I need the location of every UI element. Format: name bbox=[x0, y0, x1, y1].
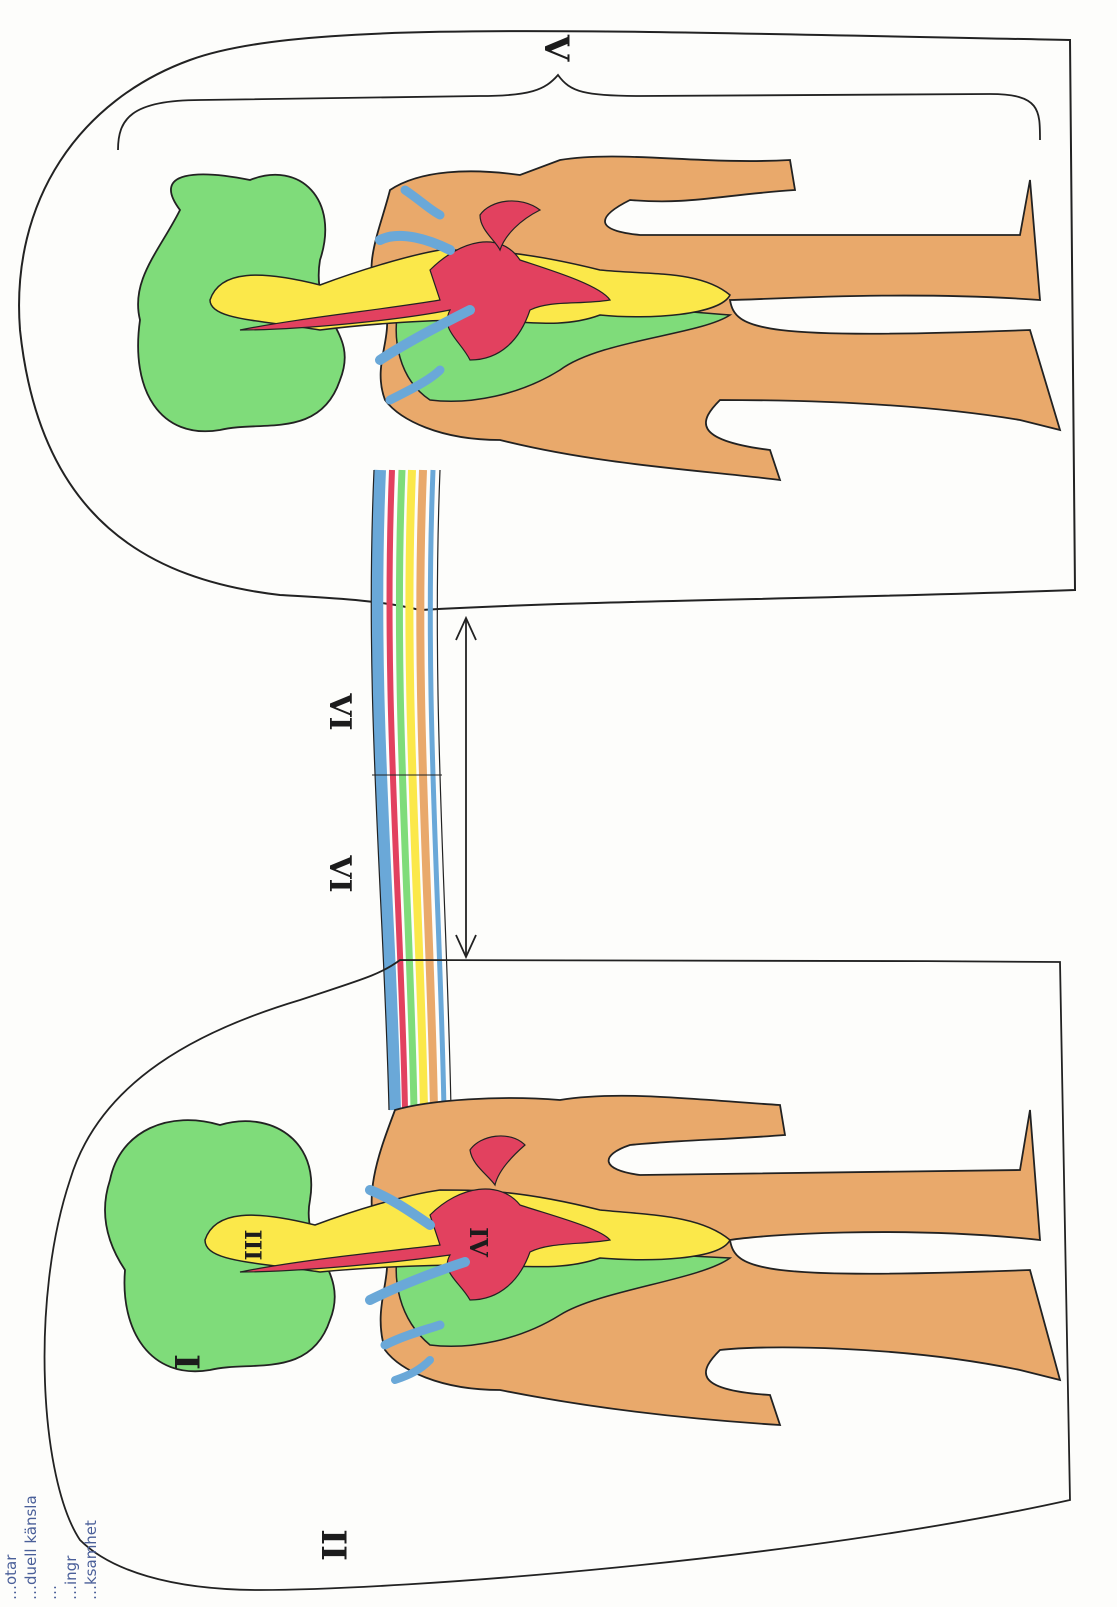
margin-note-1: …otar bbox=[2, 1555, 20, 1600]
label-six-upper: VI bbox=[322, 692, 357, 730]
margin-note-2: …duell känsla bbox=[22, 1495, 40, 1600]
label-three: III bbox=[239, 1230, 265, 1261]
margin-note-5: …ksamhet bbox=[82, 1520, 100, 1600]
margin-note-4: …ingr bbox=[62, 1556, 80, 1600]
label-six-lower: VI bbox=[322, 854, 357, 892]
margin-note-3: … bbox=[42, 1585, 60, 1600]
label-four: IV bbox=[464, 1227, 493, 1257]
label-two: II bbox=[313, 1529, 353, 1561]
label-five: V bbox=[536, 34, 576, 62]
label-one: I bbox=[166, 1354, 206, 1370]
